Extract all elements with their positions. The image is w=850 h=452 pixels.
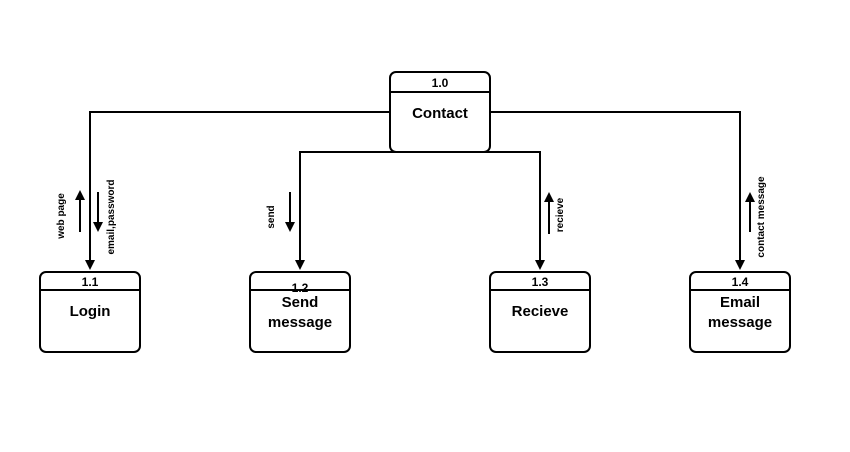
process-title-email-message-line2: message	[708, 314, 772, 331]
web-page-arrow-head	[75, 190, 85, 200]
process-number-contact: 1.0	[432, 76, 449, 90]
process-number-recieve: 1.3	[532, 275, 549, 289]
process-box-recieve-frame	[489, 271, 591, 353]
process-box-login-frame	[39, 271, 141, 353]
arrowhead-send-message	[295, 260, 305, 270]
process-box-email-message-frame	[689, 271, 791, 353]
process-number-send-message: 1.2	[292, 281, 309, 295]
flow-labels: web page email,password send recieve con…	[56, 176, 767, 258]
process-title-send-message-line1: Send	[282, 294, 319, 311]
arrowhead-recieve	[535, 260, 545, 270]
email-password-arrow-head	[93, 222, 103, 232]
process-title-login: Login	[70, 303, 111, 320]
recieve-arrow-head	[544, 192, 554, 202]
arrowhead-email-message	[735, 260, 745, 270]
flow-label-recieve: recieve	[555, 197, 566, 232]
send-arrow-head	[285, 222, 295, 232]
process-box-contact: 1.0 Contact	[389, 71, 491, 153]
connector-to-login	[89, 111, 390, 262]
process-box-email-message: 1.4 Email message	[689, 271, 791, 353]
process-number-email-message: 1.4	[732, 275, 749, 289]
process-box-login: 1.1 Login	[39, 271, 141, 353]
arrowhead-login	[85, 260, 95, 270]
process-title-contact: Contact	[412, 105, 468, 122]
connector-to-send-message	[299, 151, 420, 262]
flow-label-contact-message: contact message	[756, 176, 767, 258]
connector-to-email-message	[490, 111, 741, 262]
process-title-email-message-line1: Email	[720, 294, 760, 311]
process-box-send-message-frame	[249, 271, 351, 353]
process-number-login: 1.1	[82, 275, 99, 289]
connector-to-recieve	[460, 151, 541, 262]
process-box-recieve: 1.3 Recieve	[489, 271, 591, 353]
process-title-send-message-line2: message	[268, 314, 332, 331]
process-box-send-message: 1.2 Send message	[249, 271, 351, 353]
flow-label-send: send	[266, 205, 277, 228]
contact-message-arrow-head	[745, 192, 755, 202]
flow-label-email-password: email,password	[106, 179, 117, 254]
flow-label-web-page: web page	[56, 193, 67, 240]
process-title-recieve: Recieve	[512, 303, 569, 320]
flow-arrows	[75, 190, 755, 234]
